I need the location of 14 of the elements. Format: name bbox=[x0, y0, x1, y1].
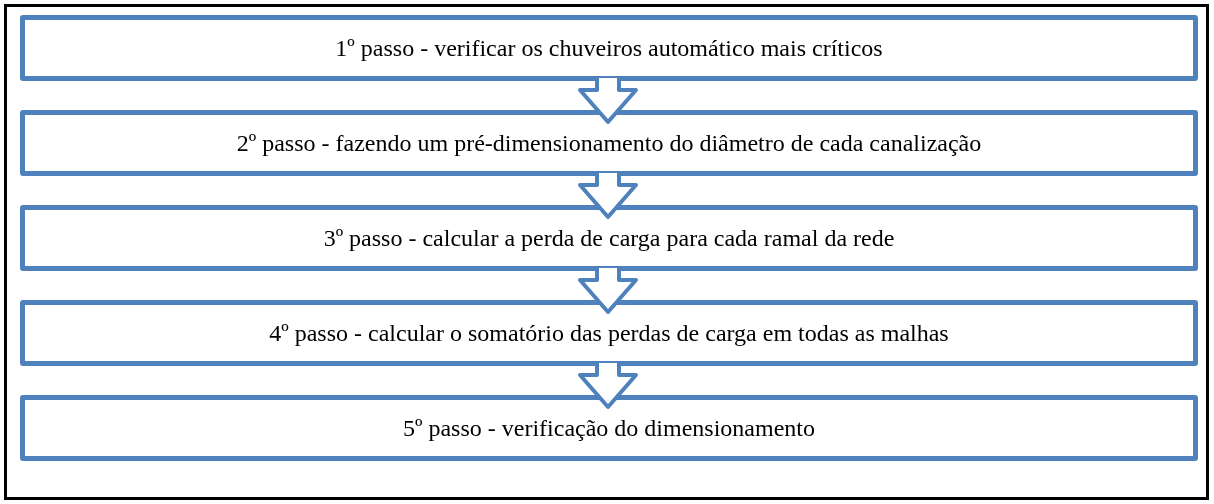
step-box bbox=[20, 395, 1198, 461]
step-box bbox=[20, 15, 1198, 81]
step-text: 3º passo - calcular a perda de carga para cada ramal da rede bbox=[323, 224, 895, 252]
step-text: 2º passo - fazendo um pré-dimensionamento do diâmetro de cada canalização bbox=[236, 129, 982, 157]
step-box bbox=[20, 205, 1198, 271]
down-arrow bbox=[578, 266, 638, 314]
down-arrow bbox=[578, 361, 638, 409]
down-arrow bbox=[578, 76, 638, 124]
step-box bbox=[20, 300, 1198, 366]
step-box bbox=[20, 110, 1198, 176]
step-text: 1º passo - verificar os chuveiros automático mais críticos bbox=[335, 34, 883, 62]
step-text: 4º passo - calcular o somatório das perdas de carga em todas as malhas bbox=[269, 319, 949, 347]
down-arrow bbox=[578, 171, 638, 219]
step-text: 5º passo - verificação do dimensionamento bbox=[403, 414, 815, 442]
